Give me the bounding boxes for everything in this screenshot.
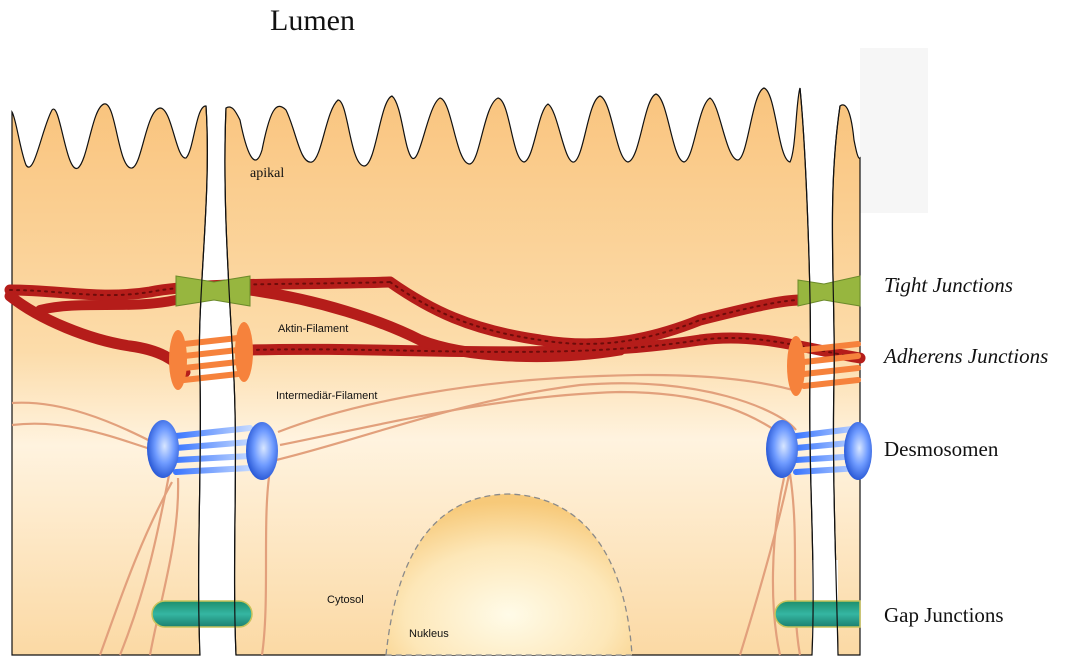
adherens-junctions-label: Adherens Junctions [884, 344, 1048, 369]
actin-filament-label: Aktin-Filament [278, 323, 348, 335]
lumen-title: Lumen [270, 4, 355, 38]
cytosol-label: Cytosol [327, 594, 364, 606]
desmosome-right [766, 420, 872, 480]
tight-junctions-label: Tight Junctions [884, 273, 1013, 298]
desmosome-left [147, 420, 278, 480]
gap-junctions-label: Gap Junctions [884, 603, 1004, 628]
desmosomes-label: Desmosomen [884, 437, 998, 462]
apical-label: apikal [250, 166, 284, 182]
nucleus-label: Nukleus [409, 628, 449, 640]
background-panel [860, 48, 928, 213]
gap-junction-left [152, 601, 252, 627]
intermediate-filament-label: Intermediär-Filament [276, 390, 377, 402]
gap-junction-right [775, 601, 860, 627]
